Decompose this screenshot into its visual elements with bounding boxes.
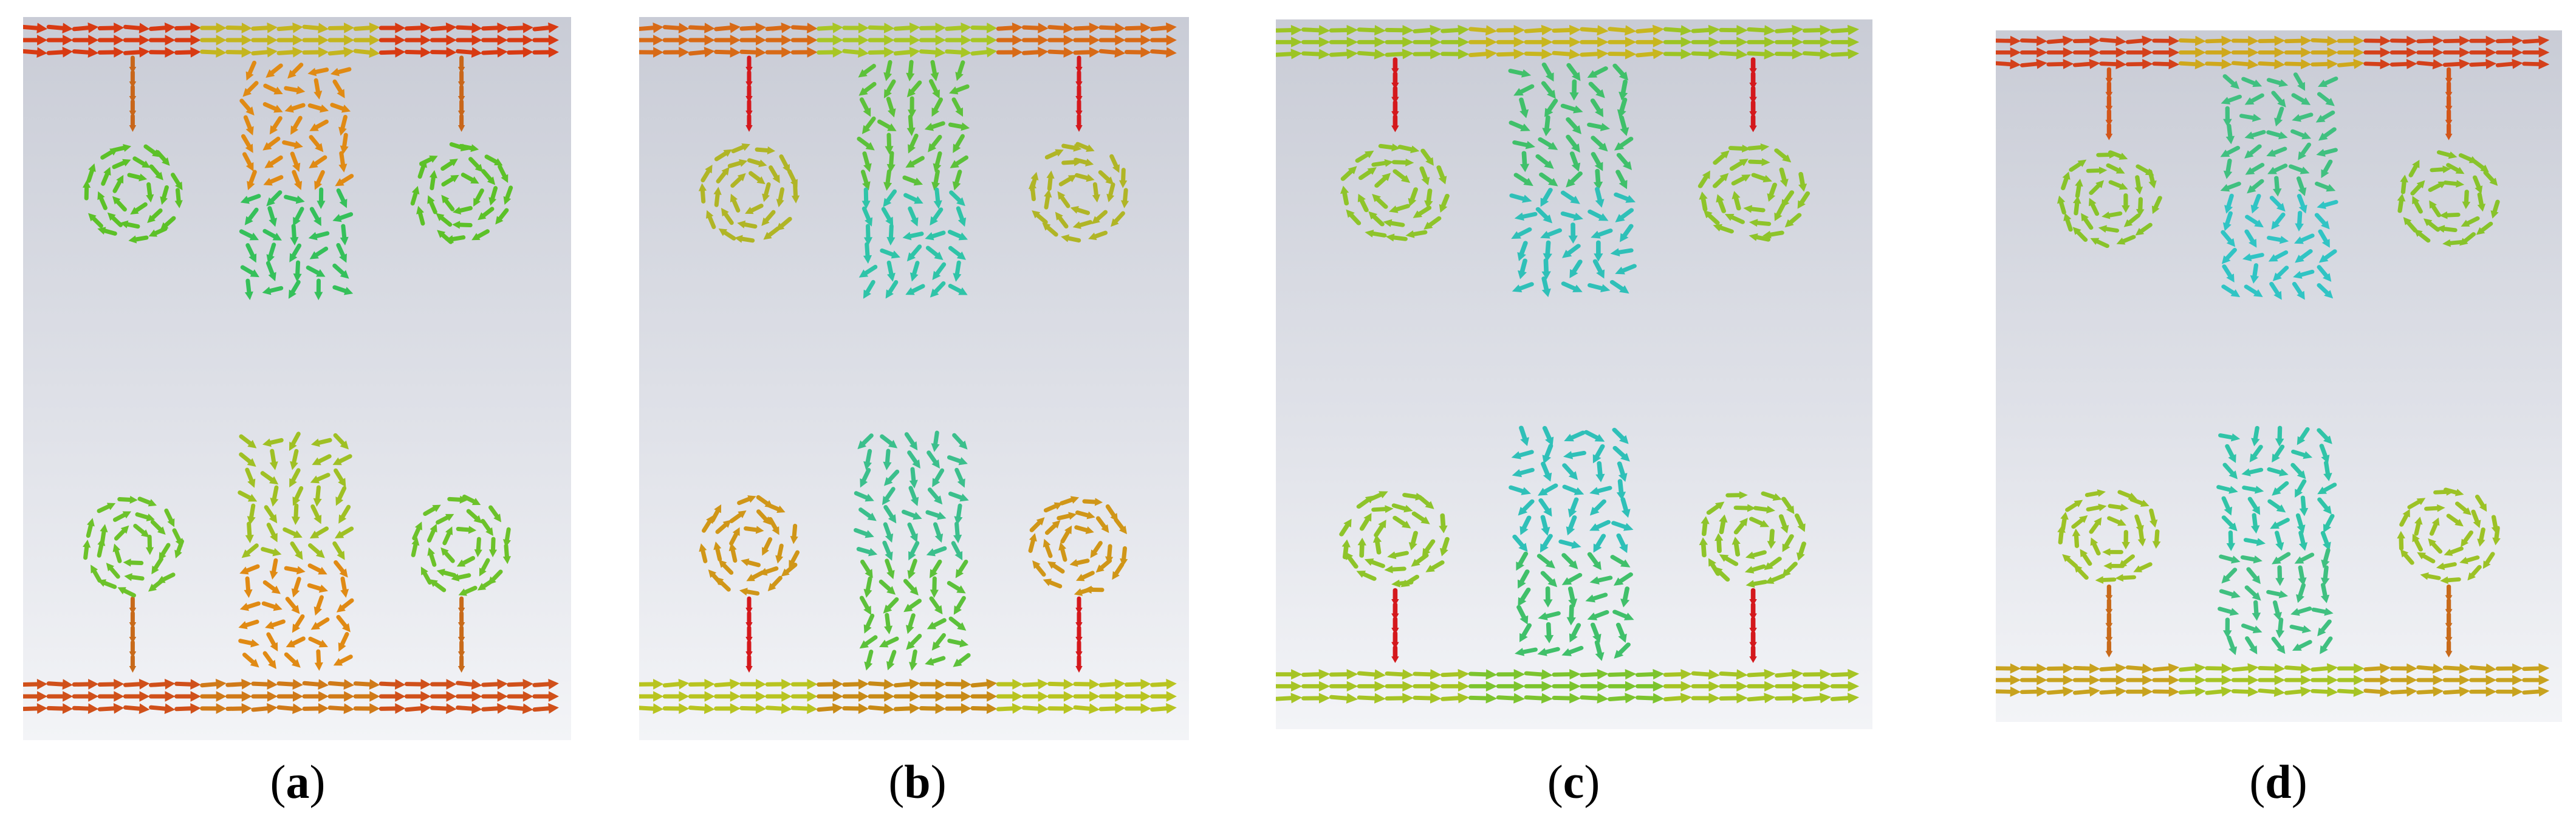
caption-b-label: b (904, 755, 931, 808)
panel-a-image (23, 17, 571, 740)
panel-a (23, 17, 571, 740)
panel-c (1276, 19, 1872, 729)
panel-b (639, 17, 1189, 740)
panel-d-image (1996, 30, 2562, 722)
caption-c: (c) (1547, 755, 1600, 808)
caption-c-label: c (1563, 755, 1584, 808)
caption-a: (a) (270, 755, 326, 808)
caption-a-label: a (286, 755, 310, 808)
caption-d-label: d (2265, 755, 2292, 808)
caption-d: (d) (2249, 755, 2307, 808)
panel-b-image (639, 17, 1189, 740)
caption-b: (b) (888, 755, 947, 808)
panel-c-image (1276, 19, 1872, 729)
panel-d (1996, 30, 2562, 722)
